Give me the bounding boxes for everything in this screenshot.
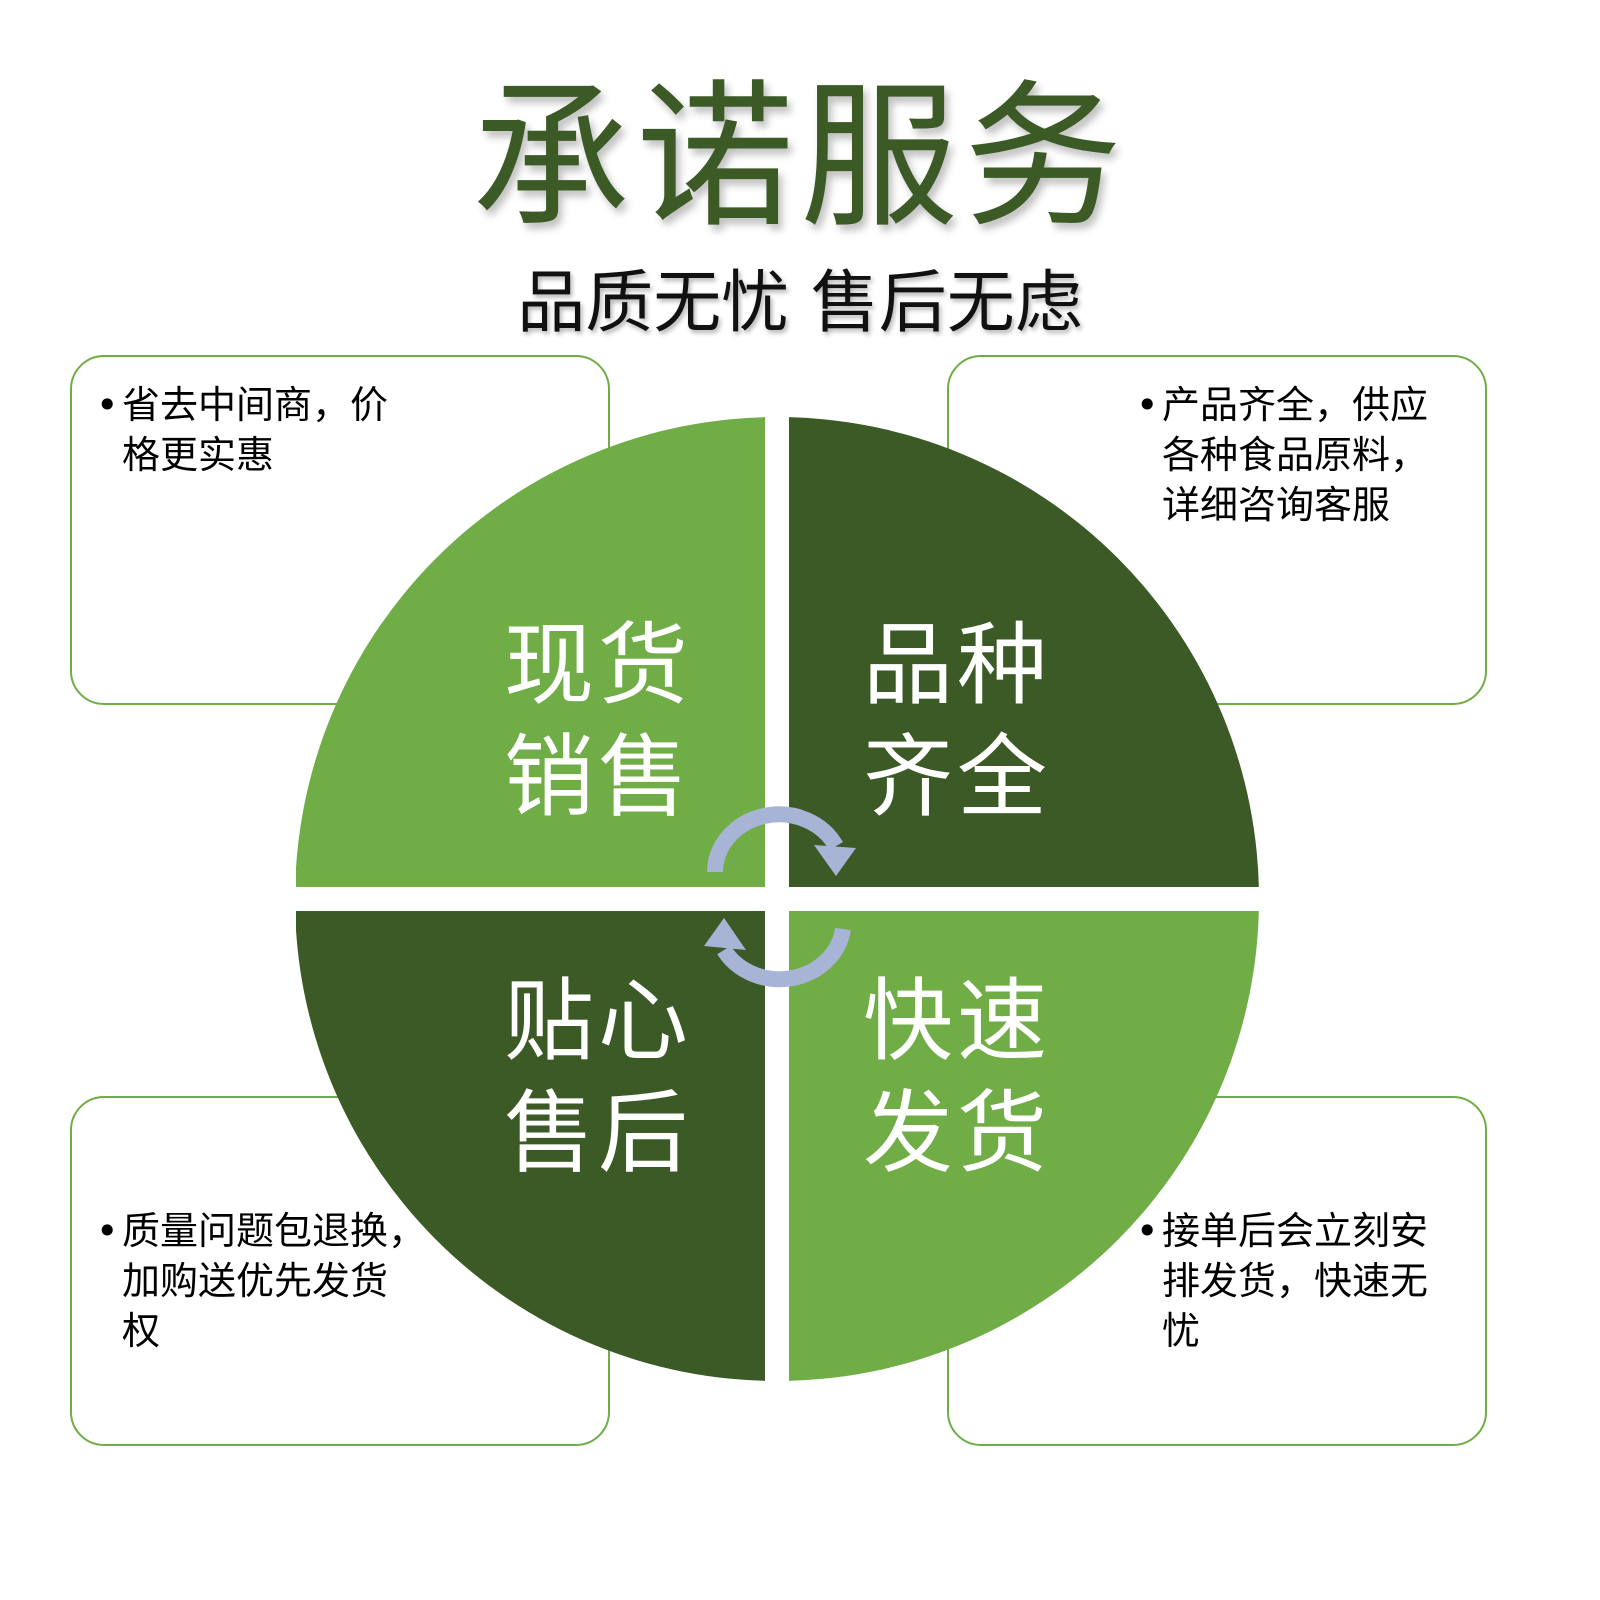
- quadrant-label-line: 销售: [504, 725, 692, 830]
- quadrant-bottom-right: [789, 911, 1259, 1381]
- quadrant-bottom-left: [296, 911, 765, 1381]
- bullet-icon: •: [1136, 1209, 1159, 1253]
- quadrant-label-line: 齐全: [863, 725, 1051, 830]
- quadrant-label-top-left: 现货 销售: [478, 610, 718, 834]
- bullet-icon: •: [1136, 383, 1159, 427]
- quadrant-label-line: 售后: [504, 1081, 692, 1186]
- card-text-top-left: • 省去中间商，价 格更实惠: [96, 380, 442, 480]
- card-text-line: 加购送优先发货: [122, 1259, 389, 1303]
- card-text-line: 格更实惠: [122, 433, 275, 477]
- quadrant-label-line: 快速: [863, 969, 1051, 1074]
- quadrant-top-right: [789, 417, 1259, 887]
- card-text-line: 详细咨询客服: [1162, 483, 1391, 527]
- card-text-bottom-right: • 接单后会立刻安 排发货，快速无 忧: [1136, 1206, 1482, 1356]
- quadrant-label-top-right: 品种 齐全: [837, 610, 1077, 834]
- quadrant-label-line: 品种: [863, 613, 1051, 718]
- bullet-icon: •: [96, 1209, 119, 1253]
- cycle-arrow-top-icon: [707, 806, 856, 876]
- card-text-line: 忧: [1162, 1309, 1201, 1353]
- card-text-line: 各种食品原料，: [1162, 433, 1429, 477]
- card-text-top-right: • 产品齐全，供应 各种食品原料， 详细咨询客服: [1136, 380, 1482, 530]
- quadrant-label-bottom-right: 快速 发货: [837, 966, 1077, 1190]
- card-text-line: 质量问题包退换，: [122, 1209, 427, 1253]
- card-text-line: 接单后会立刻安: [1162, 1209, 1429, 1253]
- bullet-icon: •: [96, 383, 119, 427]
- card-text-line: 权: [122, 1309, 161, 1353]
- card-text-bottom-left: • 质量问题包退换， 加购送优先发货 权: [96, 1206, 442, 1356]
- quadrant-label-line: 现货: [504, 613, 692, 718]
- quadrant-label-line: 贴心: [504, 969, 692, 1074]
- page-title: 承诺服务: [472, 66, 1128, 250]
- page-subtitle: 品质无忧 售后无虑: [517, 264, 1083, 343]
- quadrant-label-bottom-left: 贴心 售后: [478, 966, 718, 1190]
- card-text-line: 产品齐全，供应: [1162, 383, 1429, 427]
- quadrant-label-line: 发货: [863, 1081, 1051, 1186]
- card-text-line: 排发货，快速无: [1162, 1259, 1429, 1303]
- quadrant-top-left: [296, 417, 765, 887]
- card-text-line: 省去中间商，价: [122, 383, 389, 427]
- cycle-arrow-bottom-icon: [704, 918, 851, 988]
